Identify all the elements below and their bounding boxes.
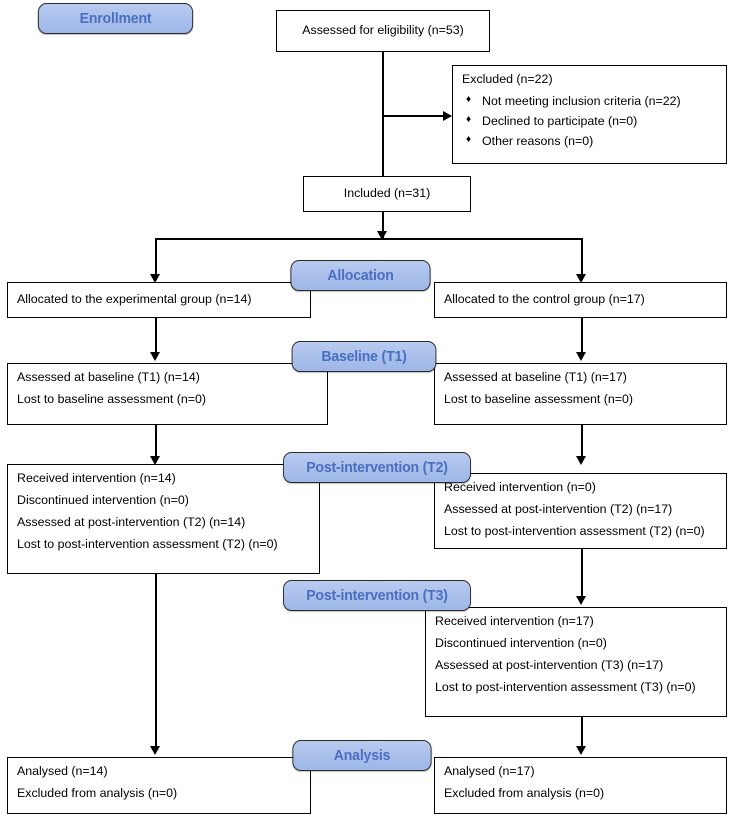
connector-split-left bbox=[155, 238, 157, 280]
stage-badge-baseline-label: Baseline (T1) bbox=[321, 348, 407, 365]
stage-badge-allocation: Allocation bbox=[290, 260, 431, 291]
list-item: ♦ Not meeting inclusion criteria (n=22) bbox=[462, 94, 718, 109]
baseline-experimental-line: Lost to baseline assessment (n=0) bbox=[17, 392, 207, 407]
arrowhead-t2-left bbox=[150, 456, 160, 465]
stage-badge-post-intervention-t3-label: Post-intervention (T3) bbox=[306, 587, 448, 604]
arrowhead-to-excluded bbox=[443, 111, 452, 121]
arrowhead-analysis-right bbox=[576, 746, 586, 755]
t3-control-line: Discontinued intervention (n=0) bbox=[435, 636, 607, 651]
box-allocated-experimental: Allocated to the experimental group (n=1… bbox=[7, 282, 311, 318]
connector-split-right bbox=[581, 238, 583, 280]
t2-control-line: Assessed at post-intervention (T2) (n=17… bbox=[444, 502, 673, 517]
arrowhead-included-split bbox=[377, 231, 387, 240]
box-analysis-control: Analysed (n=17) Excluded from analysis (… bbox=[434, 757, 727, 814]
analysis-control-line: Analysed (n=17) bbox=[444, 764, 535, 778]
stage-badge-enrollment-label: Enrollment bbox=[79, 10, 152, 27]
box-baseline-control: Assessed at baseline (T1) (n=17) Lost to… bbox=[434, 363, 727, 425]
box-excluded: Excluded (n=22) ♦ Not meeting inclusion … bbox=[452, 65, 727, 164]
list-item: ♦ Declined to participate (n=0) bbox=[462, 114, 718, 129]
stage-badge-allocation-label: Allocation bbox=[327, 267, 394, 284]
t3-control-line: Assessed at post-intervention (T3) (n=17… bbox=[435, 658, 664, 673]
connector-included-to-split bbox=[382, 212, 384, 238]
excluded-reason-text: Not meeting inclusion criteria (n=22) bbox=[482, 94, 681, 109]
t2-control-line: Lost to post-intervention assessment (T2… bbox=[444, 524, 705, 539]
t2-experimental-line: Received intervention (n=14) bbox=[17, 471, 176, 485]
allocation-split-bar bbox=[155, 238, 583, 240]
excluded-title: Excluded (n=22) bbox=[462, 72, 553, 86]
excluded-reason-text: Other reasons (n=0) bbox=[482, 134, 594, 149]
arrowhead-allocation-right bbox=[576, 274, 586, 283]
arrowhead-baseline-left bbox=[150, 352, 160, 361]
included-text: Included (n=31) bbox=[343, 186, 431, 201]
connector-assessed-to-included bbox=[382, 52, 384, 176]
list-item: ♦ Other reasons (n=0) bbox=[462, 134, 718, 149]
stage-badge-analysis-label: Analysis bbox=[333, 747, 391, 764]
analysis-control-line: Excluded from analysis (n=0) bbox=[444, 786, 605, 801]
connector-t2-experimental-to-analysis bbox=[155, 574, 157, 751]
connector-t3-to-analysis-right bbox=[581, 717, 583, 751]
excluded-reasons-list: ♦ Not meeting inclusion criteria (n=22) … bbox=[462, 94, 718, 149]
box-allocated-control: Allocated to the control group (n=17) bbox=[434, 282, 727, 318]
connector-baseline-to-t2-left bbox=[155, 425, 157, 462]
baseline-control-line: Assessed at baseline (T1) (n=17) bbox=[444, 370, 627, 384]
box-analysis-experimental: Analysed (n=14) Excluded from analysis (… bbox=[7, 757, 311, 814]
connector-assessed-to-excluded bbox=[382, 115, 445, 117]
t2-experimental-line: Discontinued intervention (n=0) bbox=[17, 493, 189, 508]
analysis-experimental-line: Excluded from analysis (n=0) bbox=[17, 786, 178, 801]
box-t2-experimental: Received intervention (n=14) Discontinue… bbox=[7, 464, 320, 574]
baseline-experimental-line: Assessed at baseline (T1) (n=14) bbox=[17, 370, 200, 384]
t3-control-line: Lost to post-intervention assessment (T3… bbox=[435, 680, 696, 695]
stage-badge-enrollment: Enrollment bbox=[37, 3, 194, 34]
analysis-experimental-line: Analysed (n=14) bbox=[17, 764, 108, 778]
diamond-bullet-icon: ♦ bbox=[466, 134, 472, 146]
diamond-bullet-icon: ♦ bbox=[466, 94, 472, 106]
diamond-bullet-icon: ♦ bbox=[466, 114, 472, 126]
t2-experimental-line: Assessed at post-intervention (T2) (n=14… bbox=[17, 515, 246, 530]
stage-badge-analysis: Analysis bbox=[292, 740, 432, 771]
excluded-reason-text: Declined to participate (n=0) bbox=[482, 114, 638, 129]
connector-alloc-to-baseline-right bbox=[581, 318, 583, 356]
arrowhead-baseline-right bbox=[576, 352, 586, 361]
t2-control-line: Received intervention (n=0) bbox=[444, 480, 596, 494]
allocated-control-text: Allocated to the control group (n=17) bbox=[444, 292, 645, 307]
assessed-for-eligibility-text: Assessed for eligibility (n=53) bbox=[302, 23, 464, 38]
stage-badge-post-intervention-t3: Post-intervention (T3) bbox=[283, 580, 471, 611]
box-baseline-experimental: Assessed at baseline (T1) (n=14) Lost to… bbox=[7, 363, 328, 425]
connector-alloc-to-baseline-left bbox=[155, 318, 157, 356]
box-t2-control: Received intervention (n=0) Assessed at … bbox=[434, 473, 727, 549]
connector-t2-to-t3-right bbox=[581, 549, 583, 601]
t3-control-line: Received intervention (n=17) bbox=[435, 614, 594, 628]
box-assessed-for-eligibility: Assessed for eligibility (n=53) bbox=[276, 10, 490, 52]
connector-baseline-to-t2-right bbox=[581, 425, 583, 462]
arrowhead-t2-right bbox=[576, 456, 586, 465]
box-t3-control: Received intervention (n=17) Discontinue… bbox=[425, 607, 727, 717]
arrowhead-allocation-left bbox=[150, 274, 160, 283]
box-included: Included (n=31) bbox=[303, 176, 471, 212]
baseline-control-line: Lost to baseline assessment (n=0) bbox=[444, 392, 634, 407]
stage-badge-post-intervention-t2-label: Post-intervention (T2) bbox=[306, 459, 448, 476]
stage-badge-post-intervention-t2: Post-intervention (T2) bbox=[283, 452, 471, 483]
stage-badge-baseline: Baseline (T1) bbox=[291, 341, 437, 372]
arrowhead-t3-right bbox=[576, 596, 586, 605]
arrowhead-analysis-left bbox=[150, 746, 160, 755]
t2-experimental-line: Lost to post-intervention assessment (T2… bbox=[17, 537, 278, 552]
allocated-experimental-text: Allocated to the experimental group (n=1… bbox=[17, 292, 252, 307]
